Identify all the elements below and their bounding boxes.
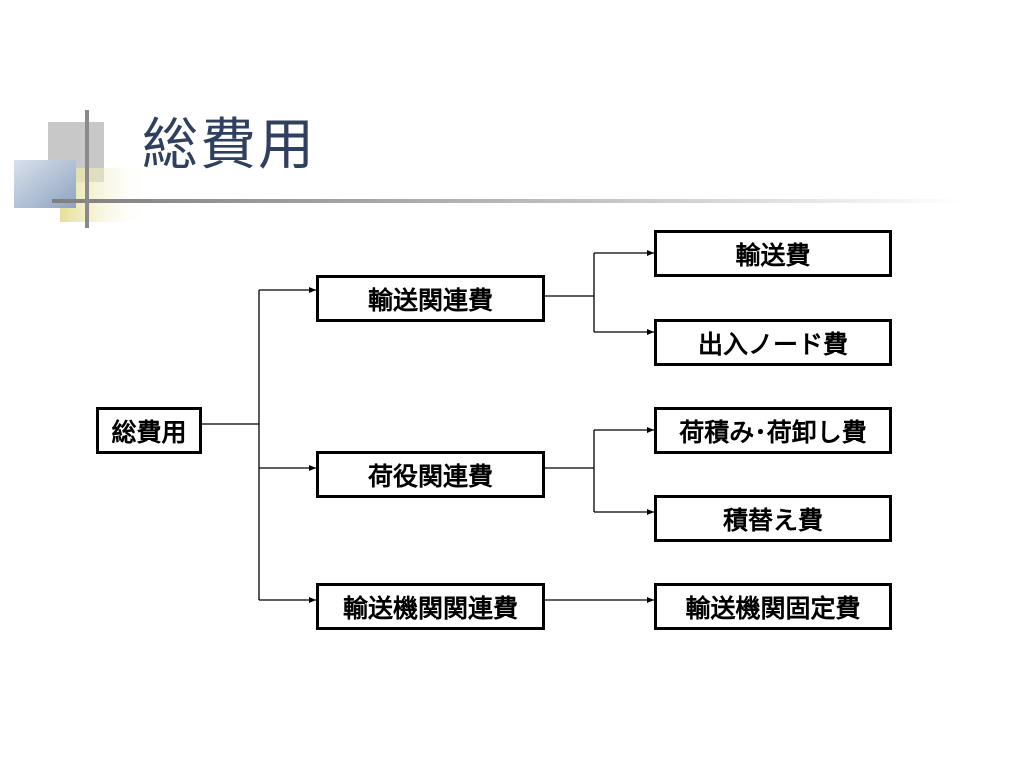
node-category-transport-vehicle: 輸送機関関連費 <box>316 583 545 630</box>
node-leaf-loading-unloading-cost: 荷積み･荷卸し費 <box>654 407 892 454</box>
title-decoration <box>14 110 962 228</box>
node-category-cargo-handling: 荷役関連費 <box>316 451 545 498</box>
node-root: 総費用 <box>96 407 202 454</box>
node-leaf-vehicle-fixed-cost: 輸送機関固定費 <box>654 583 892 630</box>
slide-title: 総費用 <box>142 113 316 178</box>
node-leaf-transshipment-cost: 積替え費 <box>654 495 892 542</box>
deco-horizontal-rule <box>52 199 962 203</box>
node-leaf-node-entry-exit-cost: 出入ノード費 <box>654 319 892 366</box>
node-category-transport: 輸送関連費 <box>316 275 545 322</box>
deco-vertical-rule <box>85 110 89 228</box>
node-leaf-transport-cost: 輸送費 <box>654 230 892 277</box>
